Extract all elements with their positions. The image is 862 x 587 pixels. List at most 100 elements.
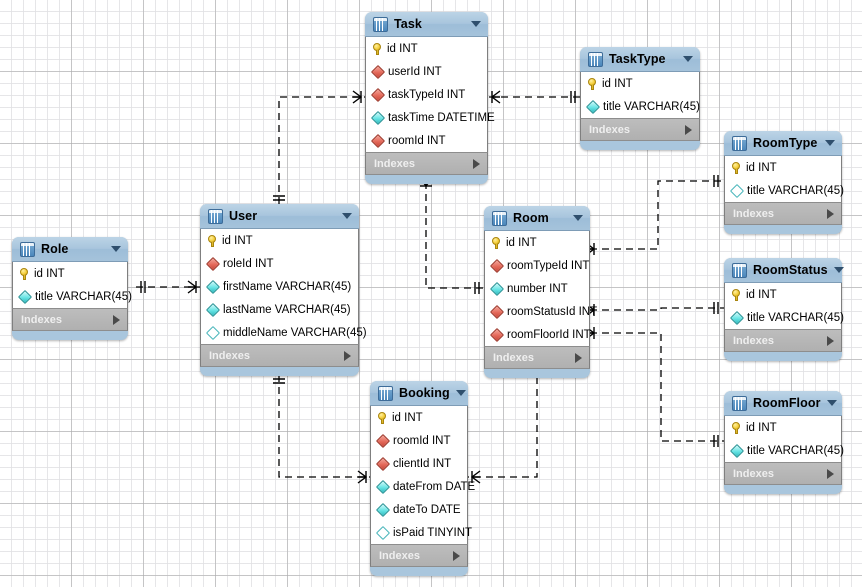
chevron-down-icon[interactable]: [573, 215, 583, 221]
chevron-down-icon[interactable]: [455, 390, 466, 396]
indexes-section[interactable]: Indexes: [724, 462, 842, 485]
column-row[interactable]: roomFloorId INT: [485, 323, 591, 346]
table-header[interactable]: Role: [12, 237, 128, 262]
table-header[interactable]: RoomType: [724, 131, 842, 156]
table-header[interactable]: RoomFloor: [724, 391, 842, 416]
cardinality-one-user-booking: [273, 378, 285, 384]
indexes-section[interactable]: Indexes: [370, 544, 468, 567]
column-row[interactable]: dateTo DATE: [371, 498, 467, 521]
column-row[interactable]: id INT: [725, 156, 841, 179]
column-row[interactable]: title VARCHAR(45): [725, 439, 844, 462]
column-row[interactable]: roomId INT: [371, 429, 467, 452]
column-row[interactable]: id INT: [366, 37, 487, 60]
column-row[interactable]: title VARCHAR(45): [725, 306, 844, 329]
column-row[interactable]: id INT: [485, 231, 589, 254]
table-icon: [732, 262, 747, 278]
column-label: dateFrom DATE: [393, 480, 476, 493]
chevron-right-icon[interactable]: [575, 352, 582, 363]
chevron-down-icon[interactable]: [825, 140, 835, 146]
indexes-section[interactable]: Indexes: [484, 346, 590, 369]
chevron-down-icon[interactable]: [826, 400, 837, 406]
column-row[interactable]: roomStatusId INT: [485, 300, 597, 323]
column-row[interactable]: id INT: [581, 72, 699, 95]
column-row[interactable]: title VARCHAR(45): [13, 285, 132, 308]
table-header[interactable]: Booking: [370, 381, 468, 406]
table-icon: [732, 135, 747, 151]
column-row[interactable]: id INT: [725, 416, 841, 439]
chevron-right-icon[interactable]: [453, 550, 460, 561]
table-header[interactable]: Task: [365, 12, 488, 37]
indexes-section[interactable]: Indexes: [12, 308, 128, 331]
column-row[interactable]: clientId INT: [371, 452, 467, 475]
foreign-key-icon: [375, 456, 391, 471]
chevron-down-icon[interactable]: [111, 246, 121, 252]
column-row[interactable]: taskTime DATETIME: [366, 106, 495, 129]
table-roomstatus[interactable]: RoomStatus id INT title VARCHAR(45)Indexes: [724, 258, 844, 361]
column-row[interactable]: taskTypeId INT: [366, 83, 487, 106]
chevron-right-icon[interactable]: [344, 350, 351, 361]
foreign-key-icon: [489, 327, 505, 342]
indexes-section[interactable]: Indexes: [580, 118, 700, 141]
column-row[interactable]: number INT: [485, 277, 589, 300]
indexes-section[interactable]: Indexes: [200, 344, 359, 367]
nullable-column-icon: [375, 525, 391, 540]
table-header[interactable]: Room: [484, 206, 590, 231]
column-row[interactable]: roleId INT: [201, 252, 358, 275]
column-row[interactable]: title VARCHAR(45): [581, 95, 700, 118]
column-row[interactable]: lastName VARCHAR(45): [201, 298, 358, 321]
column-row[interactable]: id INT: [725, 283, 841, 306]
table-header[interactable]: TaskType: [580, 47, 700, 72]
cardinality-one-tasktype: [570, 91, 576, 103]
column-row[interactable]: firstName VARCHAR(45): [201, 275, 358, 298]
table-name: Role: [41, 242, 69, 256]
column-icon: [205, 302, 221, 317]
column-label: isPaid TINYINT: [393, 526, 473, 539]
chevron-right-icon[interactable]: [473, 158, 480, 169]
chevron-right-icon[interactable]: [827, 468, 834, 479]
column-label: id INT: [746, 288, 777, 301]
table-name: Booking: [399, 386, 450, 400]
table-header[interactable]: RoomStatus: [724, 258, 844, 283]
chevron-down-icon[interactable]: [833, 267, 844, 273]
indexes-section[interactable]: Indexes: [365, 152, 488, 175]
chevron-down-icon[interactable]: [683, 56, 693, 62]
column-row[interactable]: userId INT: [366, 60, 487, 83]
column-row[interactable]: id INT: [201, 229, 358, 252]
column-row[interactable]: isPaid TINYINT: [371, 521, 472, 544]
chevron-right-icon[interactable]: [827, 335, 834, 346]
primary-key-icon: [588, 77, 597, 90]
column-row[interactable]: middleName VARCHAR(45): [201, 321, 367, 344]
primary-key-icon: [20, 267, 29, 280]
column-label: roomStatusId INT: [507, 305, 598, 318]
column-row[interactable]: roomId INT: [366, 129, 487, 152]
column-row[interactable]: dateFrom DATE: [371, 475, 475, 498]
indexes-section[interactable]: Indexes: [724, 329, 842, 352]
table-header[interactable]: User: [200, 204, 359, 229]
column-row[interactable]: id INT: [13, 262, 127, 285]
chevron-right-icon[interactable]: [827, 208, 834, 219]
column-label: dateTo DATE: [393, 503, 461, 516]
chevron-down-icon[interactable]: [342, 213, 352, 219]
relationship-room-task: [425, 182, 484, 289]
indexes-section[interactable]: Indexes: [724, 202, 842, 225]
chevron-down-icon[interactable]: [471, 21, 481, 27]
chevron-right-icon[interactable]: [685, 124, 692, 135]
column-row[interactable]: id INT: [371, 406, 467, 429]
relationship-room-booking: [468, 377, 538, 478]
column-row[interactable]: roomTypeId INT: [485, 254, 589, 277]
chevron-right-icon[interactable]: [113, 314, 120, 325]
column-row[interactable]: title VARCHAR(45): [725, 179, 844, 202]
